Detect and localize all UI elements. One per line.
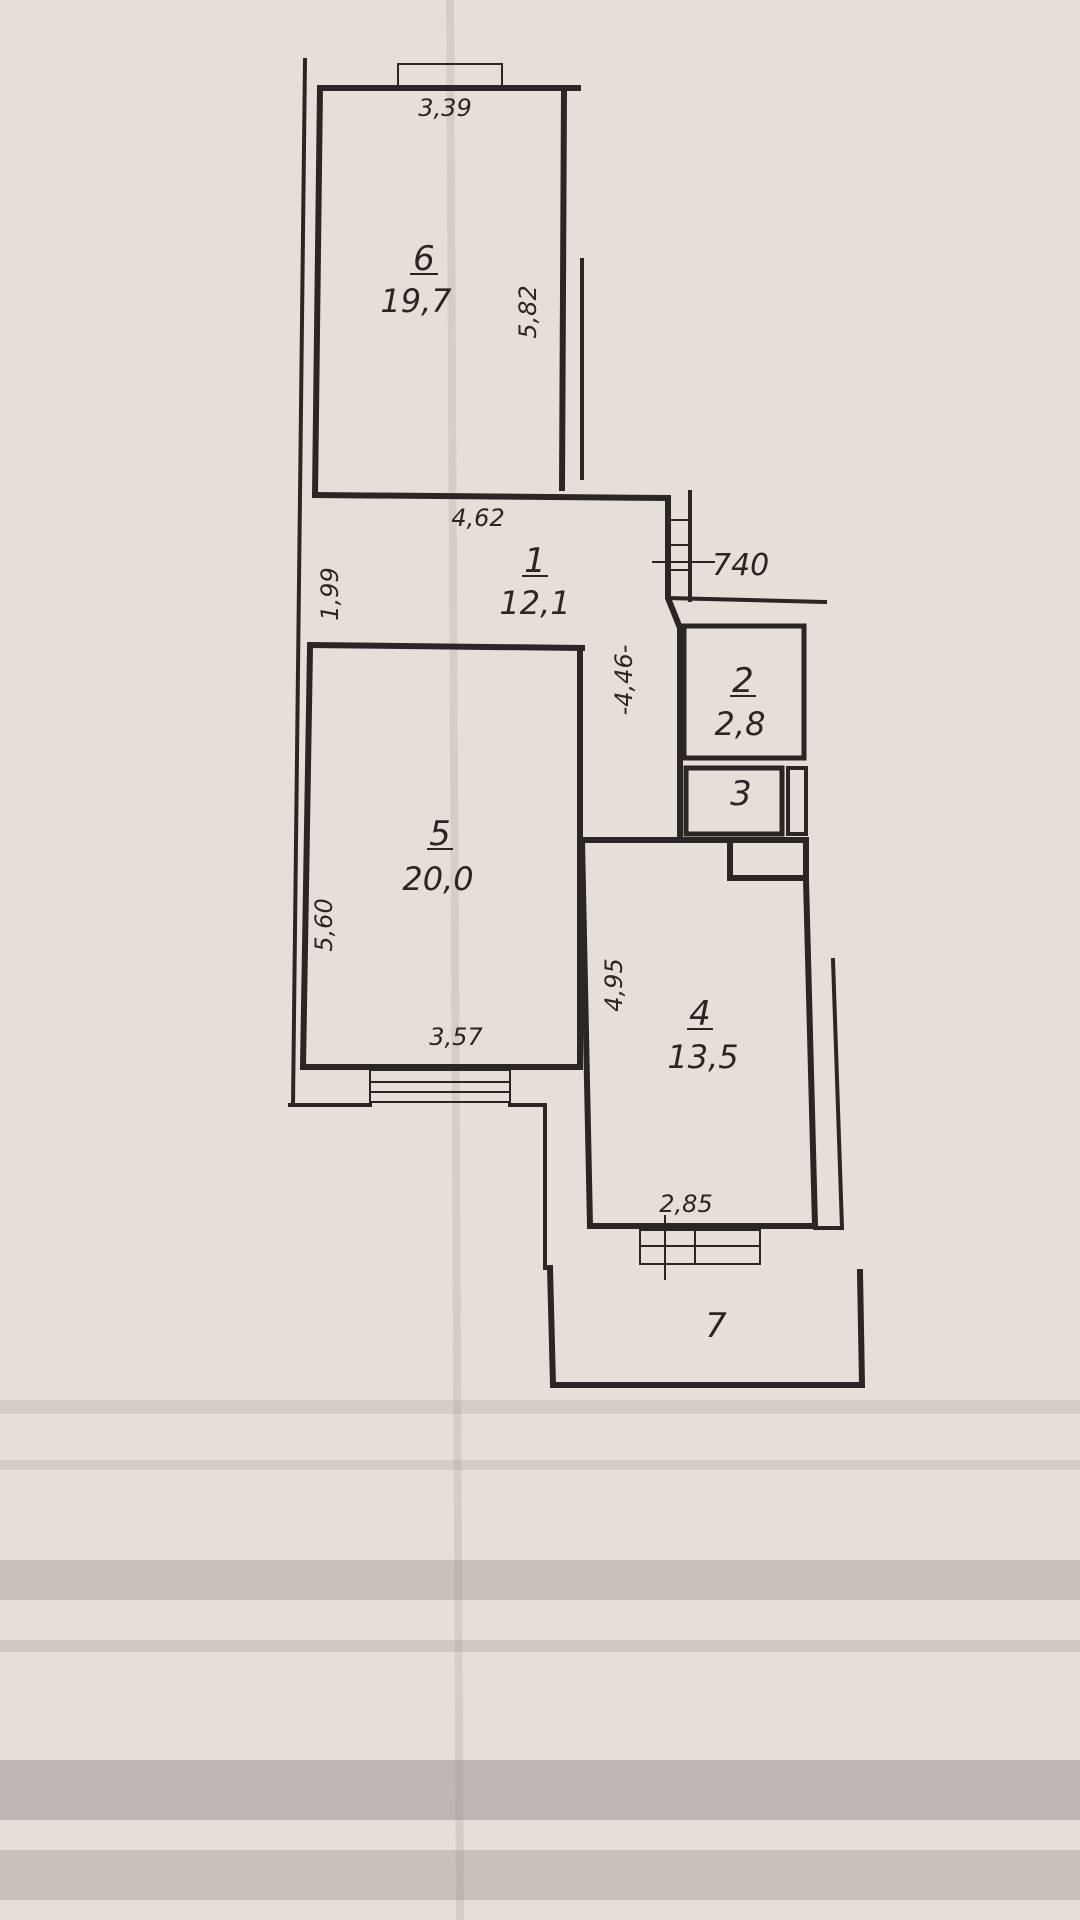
room-7-number: 7 xyxy=(705,1306,727,1346)
room-5-number: 5 xyxy=(429,814,451,854)
left-exterior-wall xyxy=(290,57,308,1108)
stair-mark: 740 xyxy=(692,548,769,583)
dim-stair-mark: 740 xyxy=(712,548,769,583)
room-1-label: 1 12,1 xyxy=(499,541,570,622)
room-4-number: 4 xyxy=(689,994,711,1034)
room-3-walls xyxy=(683,765,808,837)
room-3-label: 3 xyxy=(730,774,752,814)
room-4-walls xyxy=(578,836,845,1280)
dim-room6-side: 5,82 xyxy=(514,285,542,338)
dim-room5-bottom: 3,57 xyxy=(429,1023,483,1051)
room-1-area: 12,1 xyxy=(499,584,570,622)
room-6-walls xyxy=(311,63,584,499)
room-2-number: 2 xyxy=(732,661,754,701)
room-4-area: 13,5 xyxy=(667,1038,738,1076)
room-6-area: 19,7 xyxy=(380,282,452,320)
room-4-label: 4 13,5 xyxy=(667,994,738,1076)
balcony-7-label: 7 xyxy=(705,1306,727,1346)
dim-room4-bottom: 2,85 xyxy=(659,1190,712,1218)
dim-room6-top: 3,39 xyxy=(418,94,471,122)
room-3-number: 3 xyxy=(730,774,752,814)
paper-fold-line xyxy=(446,0,464,1920)
room-5-walls xyxy=(288,644,583,1270)
room-2-label: 2 2,8 xyxy=(715,661,766,743)
room-6-window xyxy=(397,63,503,87)
room-1-walls xyxy=(306,490,828,839)
room-6-label: 6 19,7 xyxy=(380,239,452,320)
room-5-area: 20,0 xyxy=(402,860,473,898)
dim-room5-left: 5,60 xyxy=(310,898,338,951)
balcony-7-walls xyxy=(546,1264,866,1388)
copy-noise-bands xyxy=(0,1400,1080,1900)
room-5-window xyxy=(369,1069,511,1103)
dim-room1-left: 1,99 xyxy=(316,567,344,620)
room-2-walls xyxy=(681,623,807,761)
dim-room4-left: 4,95 xyxy=(600,958,628,1011)
room-2-area: 2,8 xyxy=(715,705,766,743)
dim-room1-right: -4,46- xyxy=(610,645,638,716)
room-4-balcony-door xyxy=(639,1215,761,1280)
dim-room1-top: 4,62 xyxy=(451,504,504,532)
room-6-number: 6 xyxy=(413,239,435,279)
room-1-number: 1 xyxy=(524,541,546,581)
room-5-label: 5 20,0 xyxy=(402,814,473,898)
